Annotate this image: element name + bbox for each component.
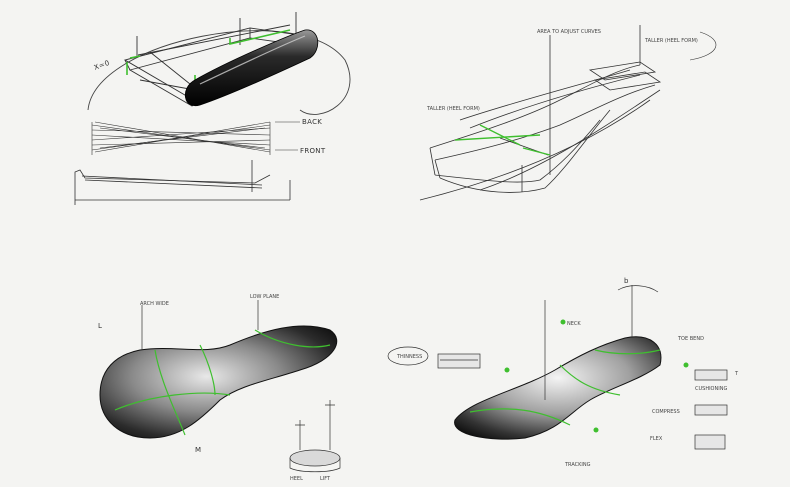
- label-neck: NECK: [567, 321, 581, 327]
- label-heel: HEEL: [290, 476, 303, 482]
- sole-form-left: [99, 325, 338, 439]
- heel-detail: [289, 400, 341, 473]
- label-l: L: [98, 322, 102, 330]
- label-flex: FLEX: [650, 436, 663, 442]
- tube-form: [185, 29, 319, 107]
- sketch-bottom-right: THINNESS NECK TOE BEND CUSHIONING COMPRE…: [387, 277, 739, 468]
- sweep-arc: [87, 30, 351, 115]
- label-m: M: [195, 446, 201, 454]
- sketch-bottom-left: L M ARCH WIDE LOW PLANE HEEL LIFT: [98, 294, 341, 482]
- green-guides-tr: [454, 124, 551, 156]
- side-profile: [74, 160, 291, 205]
- label-taller-heel: TALLER (HEEL FORM): [644, 38, 698, 44]
- label-arch-wide: ARCH WIDE: [140, 301, 169, 307]
- label-tall: T: [734, 371, 739, 377]
- label-compress: COMPRESS: [652, 409, 680, 415]
- label-toe-bend: TOE BEND: [677, 336, 704, 342]
- label-x0: X=0: [93, 59, 111, 72]
- label-b: b: [624, 277, 629, 285]
- insole-wireframe: [419, 25, 662, 201]
- label-thinness: THINNESS: [396, 354, 422, 360]
- label-taller-lower: TALLER (HEEL FORM): [426, 106, 480, 112]
- callouts: [387, 346, 728, 450]
- profile-scribble: [91, 121, 300, 155]
- sketch-top-left: BACK FRONT X=0: [74, 12, 351, 205]
- green-guides-bl: [114, 329, 331, 436]
- label-cushioning: CUSHIONING: [695, 386, 727, 392]
- label-tracking: TRACKING: [564, 462, 591, 468]
- label-low-plane: LOW PLANE: [250, 294, 279, 300]
- label-back: BACK: [302, 118, 322, 126]
- label-lift: LIFT: [320, 476, 331, 482]
- sole-form-right: [454, 336, 662, 440]
- label-front: FRONT: [300, 147, 326, 155]
- sketch-top-right: AREA TO ADJUST CURVES TALLER (HEEL FORM)…: [419, 25, 717, 201]
- green-guides-br: [469, 349, 661, 426]
- label-area-adjust: AREA TO ADJUST CURVES: [537, 29, 601, 35]
- green-dots: [504, 319, 689, 433]
